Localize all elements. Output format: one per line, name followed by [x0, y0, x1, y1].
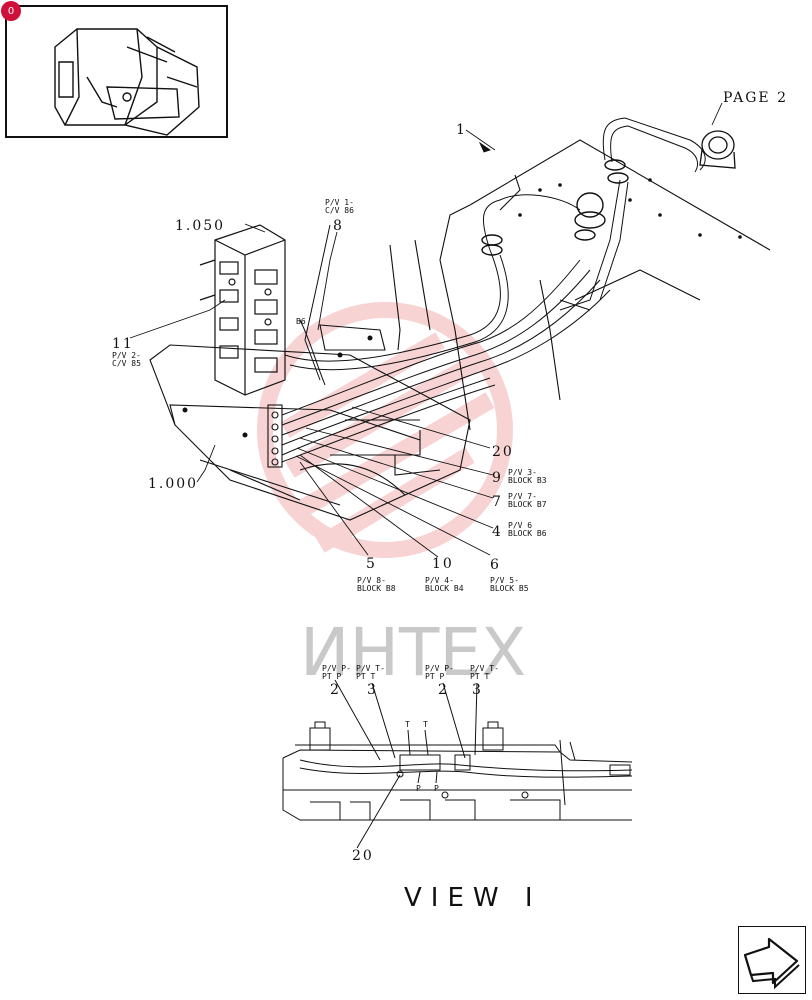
note-p-right: P — [434, 784, 439, 793]
note-pvp-right-line2: PT P — [425, 672, 444, 681]
watermark-logo-icon — [257, 302, 513, 558]
hose-connector — [699, 130, 736, 169]
note-pv2-line1: P/V 2- — [112, 351, 141, 360]
watermark-text: ИНТЕХ — [300, 614, 526, 691]
callout-7: 7 — [492, 494, 503, 510]
note-pv5-line2: BLOCK B5 — [490, 584, 529, 593]
callout-3-view-left: 3 — [367, 682, 378, 698]
note-pv2-line2: C/V 85 — [112, 359, 141, 368]
arrow-right-icon — [743, 937, 800, 990]
note-pvp-left-line1: P/V P- — [322, 664, 351, 673]
note-pv4-line1: P/V 4- — [425, 576, 454, 585]
callout-page-2: PAGE 2 — [723, 90, 788, 106]
note-pv7-line1: P/V 7- — [508, 492, 537, 501]
callout-1050: 1.050 — [175, 218, 225, 234]
note-pvt-left-line2: PT T — [356, 672, 375, 681]
callout-5: 5 — [366, 556, 377, 572]
thumbnail-badge: 0 — [1, 1, 21, 21]
callout-view-1: 1 — [456, 122, 467, 138]
callout-11: 11 — [112, 336, 134, 352]
note-pv8-line2: BLOCK B8 — [357, 584, 396, 593]
hose-bundle — [281, 117, 706, 463]
note-t-left: T — [405, 720, 410, 729]
note-pv5-line1: P/V 5- — [490, 576, 519, 585]
note-pvt-right-line1: P/V T- — [470, 664, 499, 673]
callout-2-view-right: 2 — [438, 682, 449, 698]
view-detail-drawing — [282, 679, 633, 849]
callout-6: 6 — [490, 557, 501, 573]
note-pvp-right-line1: P/V P- — [425, 664, 454, 673]
machine-thumbnail[interactable]: 0 — [1, 1, 228, 138]
note-pv6-line2: BLOCK B6 — [508, 529, 547, 538]
note-pvp-left-line2: PT P — [322, 672, 341, 681]
note-pv4-line2: BLOCK B4 — [425, 584, 464, 593]
note-pv3-line2: BLOCK B3 — [508, 476, 547, 485]
callout-1000: 1.000 — [148, 476, 198, 492]
callout-8: 8 — [333, 218, 344, 234]
callout-3-view-right: 3 — [472, 682, 483, 698]
callout-10: 10 — [432, 556, 454, 572]
note-pvt-right-line2: PT T — [470, 672, 489, 681]
note-pvt-left-line1: P/V T- — [356, 664, 385, 673]
hose-clamps — [481, 159, 629, 256]
junction-block — [267, 404, 283, 468]
next-page-button[interactable] — [738, 926, 806, 994]
leader-lines — [129, 102, 723, 558]
note-p-left: P — [416, 784, 421, 793]
note-pv3-line1: P/V 3- — [508, 468, 537, 477]
view-title: VIEW I — [404, 883, 542, 913]
callout-20-main: 20 — [492, 444, 514, 460]
callout-4: 4 — [492, 524, 503, 540]
callout-2-view-left: 2 — [330, 682, 341, 698]
control-valve-block — [199, 224, 286, 396]
note-pv6-line1: P/V 6 — [508, 521, 532, 530]
note-pv1-line2: C/V 86 — [325, 206, 354, 215]
cab-icon — [54, 28, 200, 136]
note-b6: B6 — [296, 317, 306, 326]
frame-outline — [149, 139, 771, 521]
note-pv8-line1: P/V 8- — [357, 576, 386, 585]
callout-9: 9 — [492, 470, 503, 486]
note-pv1-line1: P/V 1- — [325, 198, 354, 207]
note-t-right: T — [423, 720, 428, 729]
note-pv7-line2: BLOCK B7 — [508, 500, 547, 509]
frame-holes — [182, 178, 742, 438]
callout-20-view: 20 — [352, 848, 374, 864]
